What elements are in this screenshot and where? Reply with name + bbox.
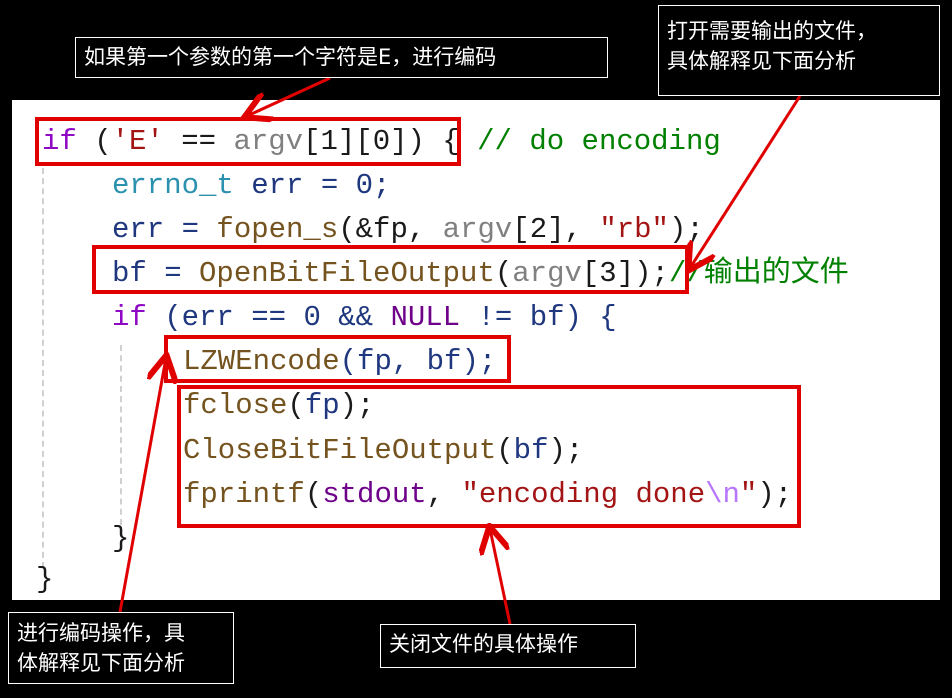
code-line-6: LZWEncode(fp, bf); bbox=[183, 345, 497, 378]
indent-guide bbox=[42, 168, 44, 568]
arrow-open-output bbox=[690, 95, 802, 268]
code-line-10: } bbox=[112, 522, 130, 555]
annotation-first-arg: 如果第一个参数的第一个字符是E，进行编码 bbox=[75, 37, 608, 78]
code-line-7: fclose(fp); bbox=[183, 389, 375, 422]
code-line-4: bf = OpenBitFileOutput(argv[3]);//输出的文件 bbox=[112, 257, 849, 290]
arrow-encode bbox=[118, 358, 166, 613]
code-line-8: CloseBitFileOutput(bf); bbox=[183, 434, 584, 467]
code-line-3: err = fopen_s(&fp, argv[2], "rb"); bbox=[112, 213, 704, 246]
annotation-encode-op: 进行编码操作，具体解释见下面分析 bbox=[8, 612, 234, 684]
arrow-close-files bbox=[490, 529, 512, 625]
indent-guide bbox=[120, 345, 122, 525]
code-line-1: if ('E' == argv[1][0]) { // do encoding bbox=[42, 125, 721, 158]
code-line-9: fprintf(stdout, "encoding done\n"); bbox=[183, 478, 793, 511]
code-line-5: if (err == 0 && NULL != bf) { bbox=[112, 301, 617, 334]
code-line-11: } bbox=[36, 563, 54, 596]
code-line-2: errno_t err = 0; bbox=[112, 169, 391, 202]
annotation-open-output: 打开需要输出的文件，具体解释见下面分析 bbox=[658, 5, 940, 96]
annotation-close-files: 关闭文件的具体操作 bbox=[380, 624, 636, 668]
arrow-first-arg bbox=[247, 76, 331, 116]
